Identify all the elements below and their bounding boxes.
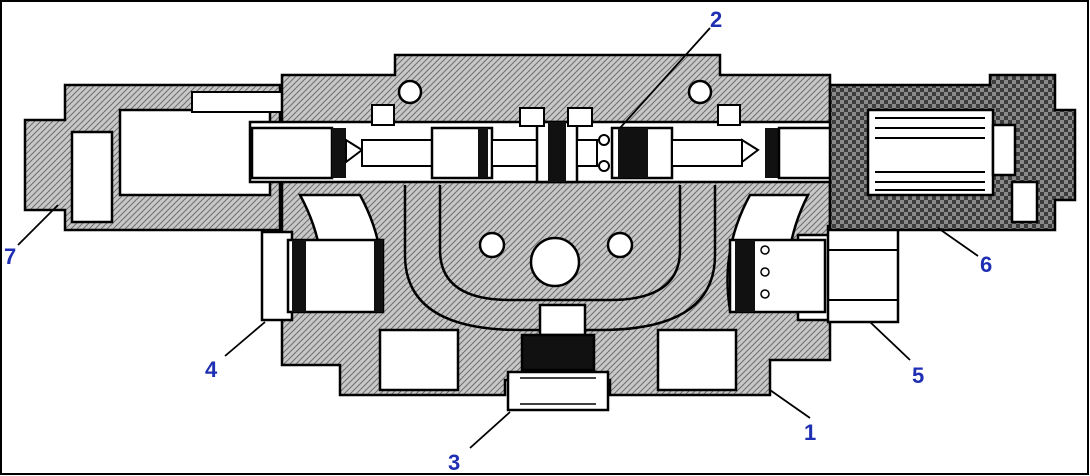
right-check-seal	[735, 240, 755, 312]
spool-seal	[478, 128, 488, 178]
spool-seal	[765, 128, 779, 178]
body-notch	[519, 107, 545, 127]
bottom-port-left	[378, 328, 460, 392]
spool-stem	[361, 139, 433, 167]
left-check-seal	[292, 240, 306, 312]
spool-land	[250, 126, 334, 180]
spool-stem	[671, 139, 743, 167]
callout-2: 2	[710, 7, 722, 32]
right-plug-cap	[826, 224, 900, 324]
bottom-center-stem	[538, 303, 587, 337]
callout-5: 5	[912, 363, 924, 388]
spring-retainer	[991, 123, 1017, 177]
callout-3: 3	[448, 450, 460, 475]
bottom-port-right	[656, 328, 738, 392]
left-cap-port	[70, 130, 114, 224]
left-check-seal	[374, 240, 383, 312]
check-port-hole	[760, 245, 770, 255]
bolt-hole	[606, 231, 634, 259]
return-spring	[875, 117, 985, 191]
leader-lines	[17, 27, 979, 449]
spool-seal-stack	[618, 128, 648, 178]
bottom-center-cap	[520, 333, 596, 372]
callout-7: 7	[4, 244, 16, 269]
check-port-hole	[760, 289, 770, 299]
spool-taper	[741, 138, 760, 164]
spool-stem	[576, 139, 598, 167]
body-notch	[717, 104, 741, 126]
right-cap-port	[1010, 180, 1039, 224]
spool-seal	[332, 128, 346, 178]
bolt-hole	[478, 231, 506, 259]
left-cap-chamber	[118, 108, 272, 197]
spring-chamber	[866, 108, 995, 197]
callout-6: 6	[980, 252, 992, 277]
body-notch	[567, 107, 593, 127]
bolt-hole	[687, 79, 713, 105]
spool-ball	[598, 160, 610, 172]
spool-taper	[345, 138, 364, 164]
left-cap-top-plate	[191, 91, 283, 113]
center-port	[529, 236, 581, 288]
body-notch	[371, 104, 395, 126]
callout-1: 1	[804, 420, 816, 445]
callout-labels: 1 2 3 4 5 6 7	[4, 7, 992, 475]
spool-ball	[598, 134, 610, 146]
callout-4: 4	[205, 357, 218, 382]
spool-stem	[491, 139, 538, 167]
bolt-hole	[397, 79, 423, 105]
center-spool-seal	[548, 122, 566, 182]
internal-passage	[438, 185, 682, 302]
check-port-hole	[760, 267, 770, 277]
